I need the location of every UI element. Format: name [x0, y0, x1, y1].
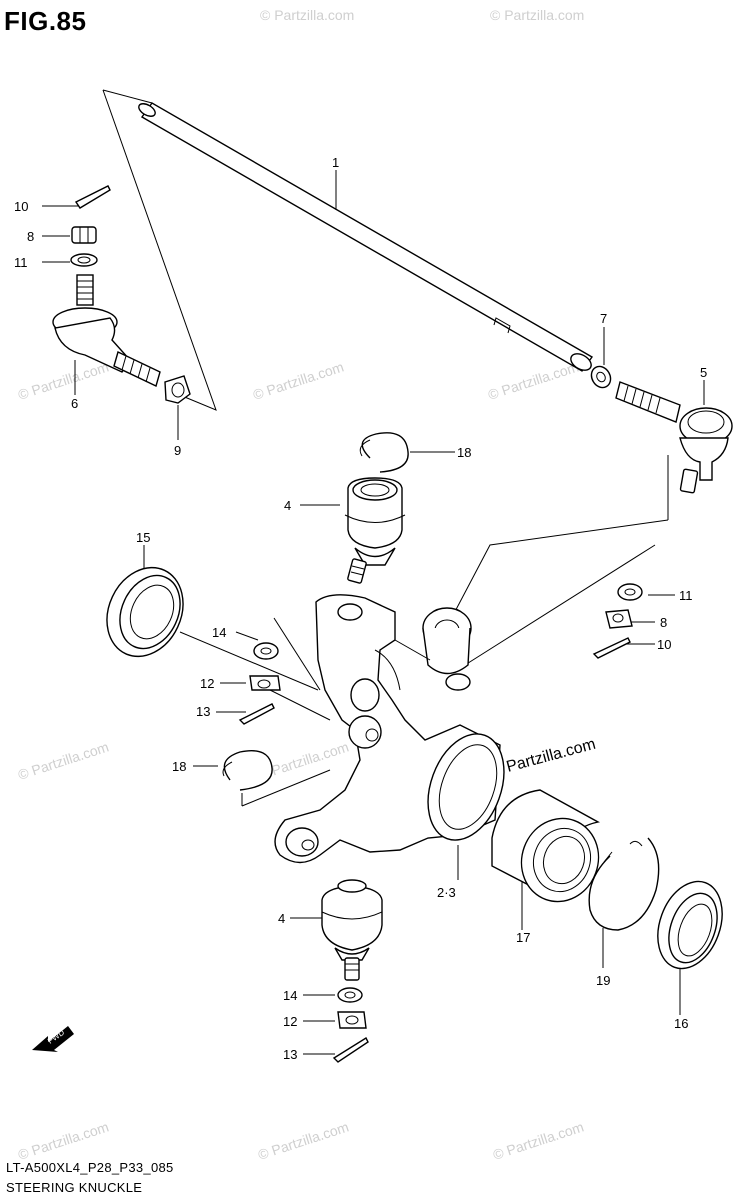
callout-12: 12 [283, 1014, 297, 1029]
castle-nut-icon [605, 609, 633, 629]
callout-16: 16 [674, 1016, 688, 1031]
callout-18: 18 [172, 759, 186, 774]
callout-13: 13 [196, 704, 210, 719]
callout-12: 12 [200, 676, 214, 691]
callout-14: 14 [212, 625, 226, 640]
circlip-left [222, 750, 273, 791]
callout-10: 10 [14, 199, 28, 214]
callout-labels: 1 10 8 11 6 9 7 5 18 4 15 14 12 13 11 8 … [14, 155, 707, 1062]
locknut-icon [590, 365, 612, 389]
oil-seal-15 [106, 566, 184, 658]
callout-4: 4 [284, 498, 291, 513]
cotter-pin-icon [238, 703, 275, 725]
ball-joint-top [344, 477, 406, 584]
watermark: © Partzilla.com [491, 1118, 586, 1162]
hardware-upper-left [238, 642, 281, 725]
washer-icon [70, 253, 98, 267]
tie-rod-end-right [590, 365, 733, 494]
callout-11: 11 [679, 588, 693, 603]
forward-direction-arrow: FWD [32, 1026, 74, 1052]
callout-4: 4 [278, 911, 285, 926]
watermark: © Partzilla.com [260, 7, 354, 23]
figure-title: FIG.85 [4, 6, 87, 36]
watermark: © Partzilla.com [251, 358, 346, 402]
callout-17: 17 [516, 930, 530, 945]
callout-6: 6 [71, 396, 78, 411]
callout-2-3: 2·3 [437, 885, 456, 900]
cotter-pin-icon [74, 185, 111, 209]
callout-14: 14 [283, 988, 297, 1003]
callout-8: 8 [660, 615, 667, 630]
callout-7: 7 [600, 311, 607, 326]
circlip-19 [588, 837, 660, 931]
ball-joint-bottom [321, 879, 383, 981]
watermark: © Partzilla.com [16, 358, 111, 402]
callout-9: 9 [174, 443, 181, 458]
washer-icon [253, 642, 279, 660]
callout-1: 1 [332, 155, 339, 170]
hardware-bottom [332, 987, 369, 1063]
tie-rod [138, 102, 594, 372]
leader-lines [42, 89, 705, 1055]
callout-19: 19 [596, 973, 610, 988]
castle-nut-icon [249, 675, 281, 691]
castle-nut-icon [337, 1011, 367, 1029]
circlip-top [359, 432, 409, 473]
watermark: © Partzilla.com [16, 1118, 111, 1162]
callout-18: 18 [457, 445, 471, 460]
washer-icon [617, 583, 643, 601]
wheel-bearing [491, 789, 600, 903]
callout-13: 13 [283, 1047, 297, 1062]
cotter-pin-icon [332, 1036, 369, 1063]
watermark: © Partzilla.com [16, 738, 111, 782]
figure-model-code: LT-A500XL4_P28_P33_085 [6, 1160, 174, 1175]
callout-11: 11 [14, 255, 28, 270]
figure-name: STEERING KNUCKLE [6, 1180, 143, 1195]
castle-nut-icon [71, 226, 97, 244]
washer-icon [337, 987, 363, 1003]
hardware-right [592, 583, 643, 659]
oil-seal-16 [657, 880, 723, 970]
watermark: © Partzilla.com [490, 7, 584, 23]
watermark-layer: © Partzilla.com © Partzilla.com © Partzi… [16, 7, 598, 1163]
callout-5: 5 [700, 365, 707, 380]
watermark: © Partzilla.com [486, 358, 581, 402]
callout-8: 8 [27, 229, 34, 244]
watermark: © Partzilla.com [256, 1118, 351, 1162]
steering-knuckle [274, 594, 505, 864]
tie-rod-end-left [52, 185, 191, 404]
cotter-pin-icon [592, 637, 631, 659]
callout-15: 15 [136, 530, 150, 545]
watermark-main: Partzilla.com [505, 736, 598, 776]
callout-10: 10 [657, 637, 671, 652]
